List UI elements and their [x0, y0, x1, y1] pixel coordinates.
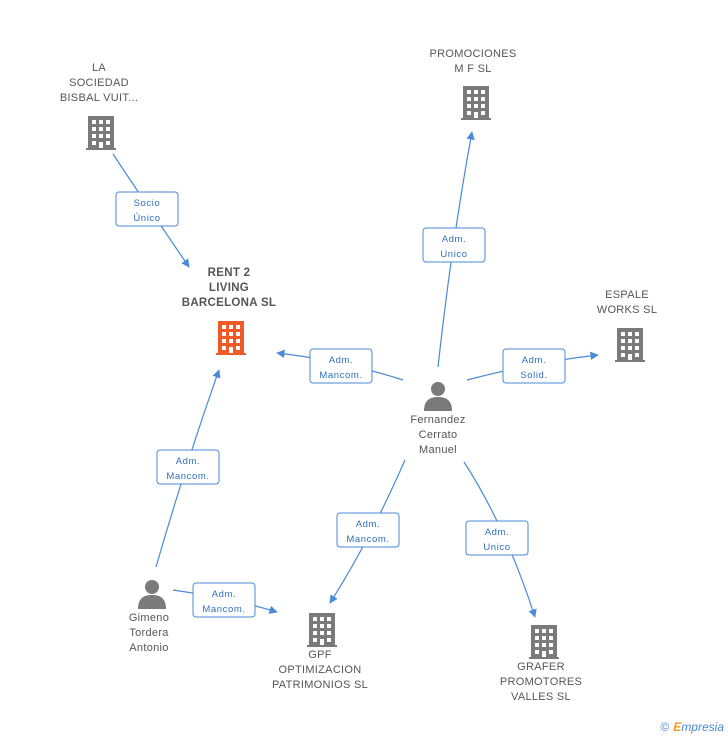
building-icon[interactable]	[615, 328, 645, 362]
edge-label-box[interactable]	[422, 227, 486, 263]
node-label[interactable]: GRAFER	[517, 661, 565, 673]
edge-label-text: Adm.	[485, 527, 510, 538]
building-icon[interactable]	[86, 116, 116, 150]
node-label[interactable]: GPF	[308, 649, 332, 661]
node-gpf[interactable]: GPF OPTIMIZACION PATRIMONIOS SL	[272, 613, 368, 691]
edges-layer: SocioÚnicoAdm.UnicoAdm.Mancom.Adm.Solid.…	[112, 131, 599, 618]
node-label[interactable]: PROMOCIONES	[429, 48, 516, 60]
edge-label-box[interactable]	[115, 191, 179, 227]
edge-gimeno-rent2: Adm. Mancom.	[155, 369, 221, 568]
building-icon[interactable]	[216, 321, 246, 355]
edge-label-text: Mancom.	[346, 534, 389, 545]
node-label[interactable]: Cerrato	[419, 429, 458, 441]
node-label[interactable]: PROMOTORES	[500, 676, 582, 688]
brand-logo-text: mpresia	[681, 720, 724, 734]
edge-label-text: Unico	[483, 542, 510, 553]
node-lasociedad[interactable]: LA SOCIEDAD BISBAL VUIT...	[60, 62, 138, 150]
edge-label-box[interactable]	[192, 582, 256, 618]
node-label[interactable]: M F SL	[454, 63, 491, 75]
node-label[interactable]: Fernandez	[410, 414, 465, 426]
node-label[interactable]: Antonio	[129, 642, 168, 654]
node-espale[interactable]: ESPALE WORKS SL	[597, 289, 657, 362]
node-promociones[interactable]: PROMOCIONES M F SL	[429, 48, 516, 120]
node-label[interactable]: RENT 2	[208, 267, 251, 279]
edge-label-text: Socio	[134, 198, 161, 209]
edge-label-text: Mancom.	[202, 604, 245, 615]
edge-label-box[interactable]	[309, 348, 373, 384]
brand-footer: ©Empresia	[660, 720, 724, 734]
edge-fernandez-rent2: Adm. Mancom.	[276, 348, 404, 384]
edge-label-text: Único	[133, 213, 160, 224]
person-icon[interactable]	[138, 580, 166, 609]
edge-label-text: Adm.	[176, 456, 201, 467]
node-label[interactable]: WORKS SL	[597, 304, 657, 316]
node-label[interactable]: Gimeno	[129, 612, 169, 624]
edge-fernandez-promociones: Adm. Unico	[422, 131, 486, 368]
building-icon[interactable]	[307, 613, 337, 647]
building-icon[interactable]	[461, 86, 491, 120]
edge-label-text: Mancom.	[166, 471, 209, 482]
node-label[interactable]: OPTIMIZACION	[278, 664, 361, 676]
copyright-icon: ©	[660, 720, 670, 734]
edge-label-text: Adm.	[356, 519, 381, 530]
edge-fernandez-gpf: Adm. Mancom.	[329, 459, 406, 604]
edge-label-text: Mancom.	[319, 370, 362, 381]
node-label[interactable]: SOCIEDAD	[69, 77, 129, 89]
edge-label-box[interactable]	[156, 449, 220, 485]
edge-gimeno-gpf: Adm. Mancom.	[172, 582, 278, 618]
node-label[interactable]: PATRIMONIOS SL	[272, 679, 368, 691]
node-label[interactable]: BISBAL VUIT...	[60, 92, 138, 104]
edge-fernandez-espale: Adm. Solid.	[466, 348, 599, 384]
node-label[interactable]: Manuel	[419, 444, 457, 456]
edge-label-box[interactable]	[336, 512, 400, 548]
edge-label-text: Unico	[440, 249, 467, 260]
node-label[interactable]: ESPALE	[605, 289, 649, 301]
edge-fernandez-grafer: Adm. Unico	[463, 461, 537, 618]
building-icon[interactable]	[529, 625, 559, 659]
edge-label-box[interactable]	[465, 520, 529, 556]
edge-label-text: Adm.	[329, 355, 354, 366]
node-label[interactable]: LA	[92, 62, 106, 74]
edge-label-text: Adm.	[442, 234, 467, 245]
edge-label-text: Solid.	[520, 370, 547, 381]
edge-label-text: Adm.	[212, 589, 237, 600]
nodes-layer: RENT 2 LIVING BARCELONA SL LA SOCIEDAD BISBAL…	[60, 48, 657, 703]
node-rent2[interactable]: RENT 2 LIVING BARCELONA SL	[182, 267, 277, 355]
node-label[interactable]: BARCELONA SL	[182, 297, 277, 309]
edge-label-box[interactable]	[502, 348, 566, 384]
brand-logo-e: E	[673, 720, 682, 734]
person-icon[interactable]	[424, 382, 452, 411]
edge-label-text: Adm.	[522, 355, 547, 366]
node-label[interactable]: VALLES SL	[511, 691, 571, 703]
node-grafer[interactable]: GRAFER PROMOTORES VALLES SL	[500, 625, 582, 703]
node-label[interactable]: Tordera	[129, 627, 169, 639]
node-label[interactable]: LIVING	[209, 282, 249, 294]
